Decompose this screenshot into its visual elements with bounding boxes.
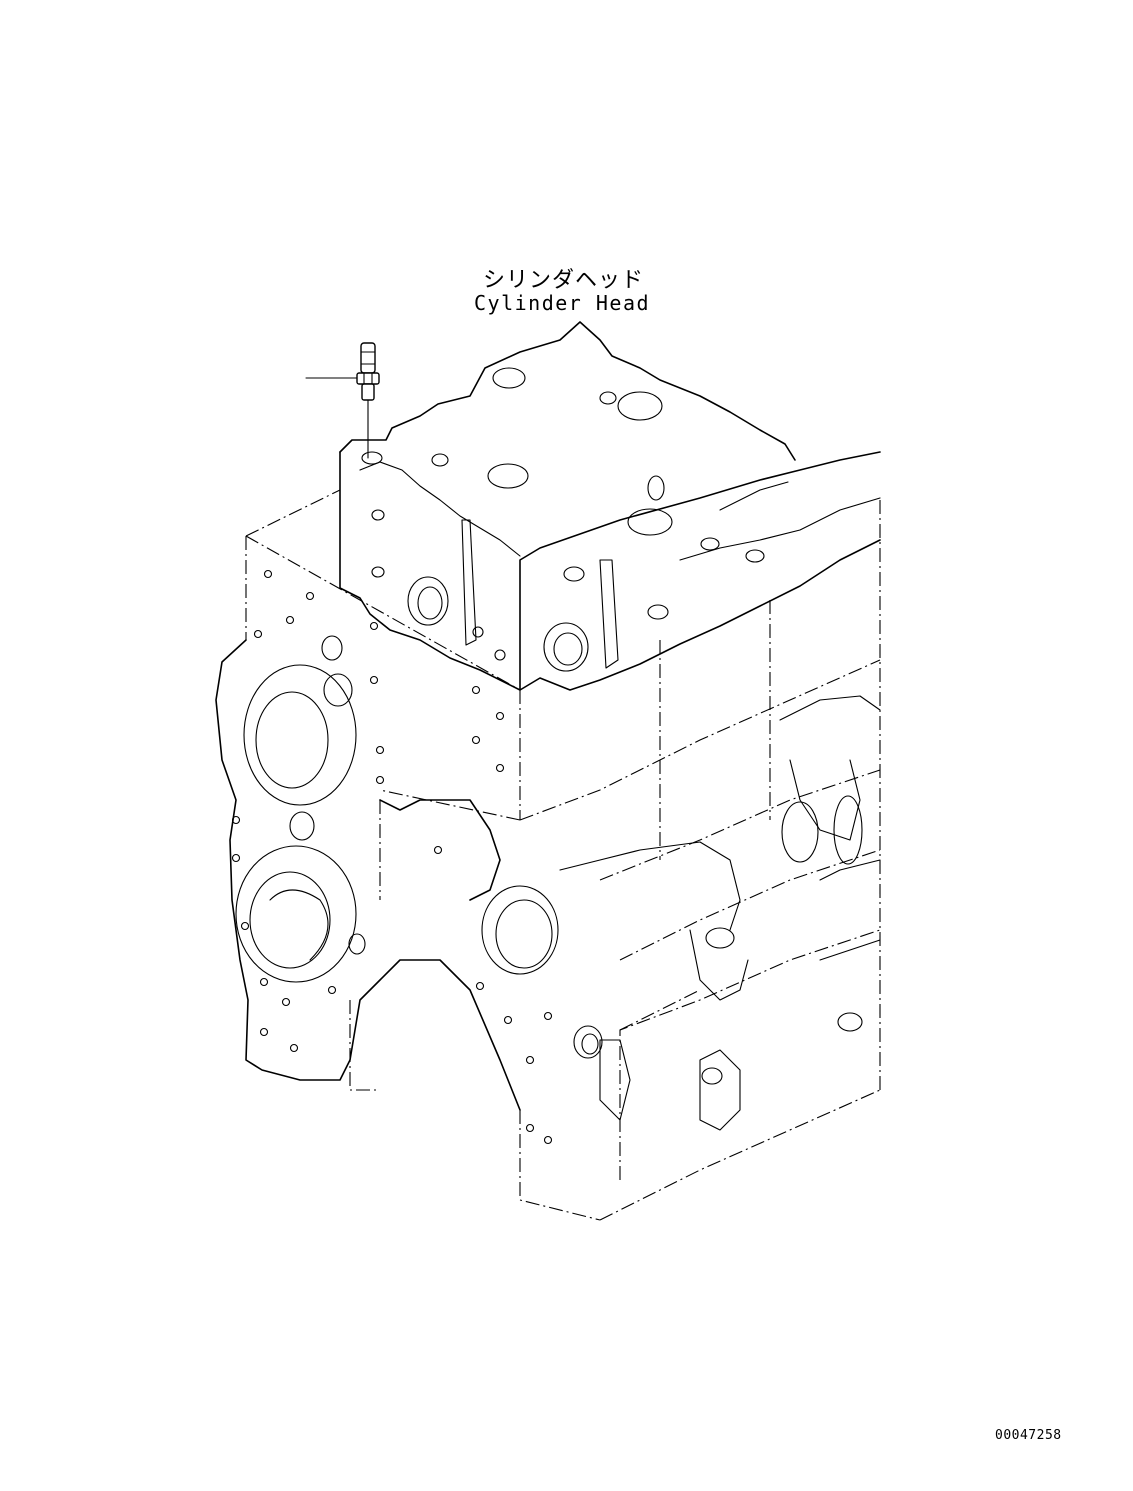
block-side-ribs	[559, 695, 881, 1131]
cylinder-head-label-english: Cylinder Head	[474, 291, 651, 315]
cylinder-head	[339, 321, 881, 691]
sensor-plug-part[interactable]	[356, 342, 380, 401]
drawing-number: 00047258	[995, 1428, 1062, 1443]
cylinder-head-label-japanese: シリンダヘッド	[483, 268, 645, 293]
part-leader-line	[305, 377, 369, 459]
cylinder-block-outline	[245, 489, 881, 1221]
front-plate	[215, 569, 603, 1145]
